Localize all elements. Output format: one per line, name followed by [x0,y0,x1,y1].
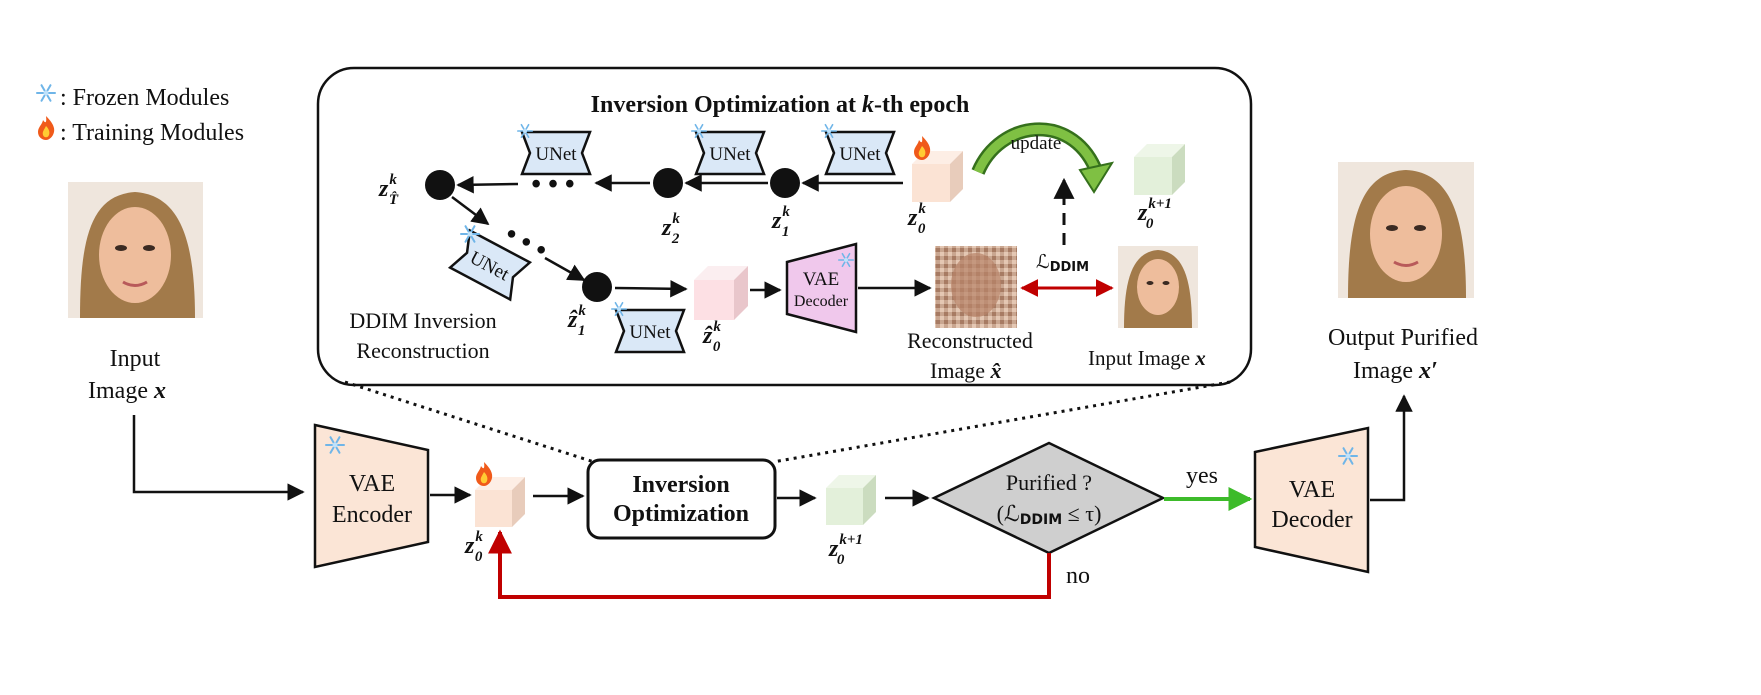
unet-block-top-2: UNet [690,123,766,176]
arrow-dots-to-zT [456,175,519,194]
node-zh1 [582,272,612,302]
inversion-optimization-box: Inversion Optimization [586,458,777,540]
flame-icon [914,136,931,160]
svg-text:Optimization: Optimization [613,501,749,527]
arrow-to-zh1 [544,256,586,282]
latent-cube-z0n-pipeline [826,475,876,525]
update-arc [973,125,1100,174]
vae-decoder-inset: VAE Decoder [785,242,858,334]
svg-text:Inversion: Inversion [632,472,729,498]
inset-panel [316,66,1253,387]
unet-block-top-3: UNet [820,123,896,176]
reconstructed-image [935,246,1017,328]
arrow-decoder-to-output [1370,394,1413,502]
latent-cube-zh0 [694,266,748,320]
loss-label: ℒDDIM [1036,252,1089,275]
svg-text:Encoder: Encoder [332,502,412,528]
ddim-label-line1: DDIM Inversion [349,308,496,333]
legend-frozen-label: : Frozen Modules [60,85,229,111]
ddim-label-line2: Reconstruction [356,338,489,363]
svg-text:VAE: VAE [1289,477,1335,503]
zoom-line-left [344,380,595,464]
unet-label: UNet [839,144,881,165]
latent-cube-z0-next [1134,144,1185,195]
input-face-image [68,182,203,318]
input-image-inset-label: Input Image x [1088,346,1206,370]
unet-label: UNet [535,144,577,165]
update-label: update [1011,133,1062,154]
vae-decoder-pipeline: VAE Decoder [1253,426,1370,574]
decision-diamond: Purified ? (ℒDDIM ≤ τ) [931,441,1166,555]
output-label-line2: Image x′ [1353,358,1438,384]
update-arrowhead [1078,161,1115,194]
zoom-line-right [772,380,1231,464]
output-face-image [1338,162,1474,298]
input-label-line1: Input [110,346,161,372]
node-z2 [653,168,683,198]
flame-icon [38,116,55,140]
recon-label-line2: Image x̂ [930,358,1001,383]
recon-label-line1: Reconstructed [907,328,1033,353]
inset-title: Inversion Optimization at k-th epoch [591,92,970,118]
node-z1 [770,168,800,198]
svg-text:Purified ?: Purified ? [1006,470,1092,495]
svg-text:Decoder: Decoder [1271,507,1352,533]
ellipsis-top: • • • [531,169,574,200]
unet-label: UNet [709,144,751,165]
legend: : Frozen Modules : Training Modules [36,84,244,146]
unet-block-bottom: UNet [610,301,686,354]
no-feedback-arrow [488,529,1051,599]
svg-text:Decoder: Decoder [794,293,849,310]
decision-condition: (ℒDDIM ≤ τ) [997,501,1102,528]
vae-encoder: VAE Encoder [313,423,430,569]
arrow-input-to-encoder [132,415,305,501]
yes-label: yes [1186,463,1218,489]
no-label: no [1066,563,1090,589]
legend-training-label: : Training Modules [60,120,244,146]
arrow-zh1-to-zh0 [614,280,688,298]
input-label-line2: Image x [88,378,166,404]
node-zT [425,170,455,200]
arrow-zT-diagonal [451,196,490,226]
unet-block-diagonal: UNet [447,228,533,302]
unet-label: UNet [629,322,671,343]
svg-text:VAE: VAE [349,471,395,497]
snowflake-icon [36,84,56,102]
svg-text:VAE: VAE [803,269,840,290]
output-label-line1: Output Purified [1328,325,1478,351]
unet-block-top-1: UNet [516,123,592,176]
flame-icon [476,462,493,486]
input-image-inset [1118,246,1198,328]
